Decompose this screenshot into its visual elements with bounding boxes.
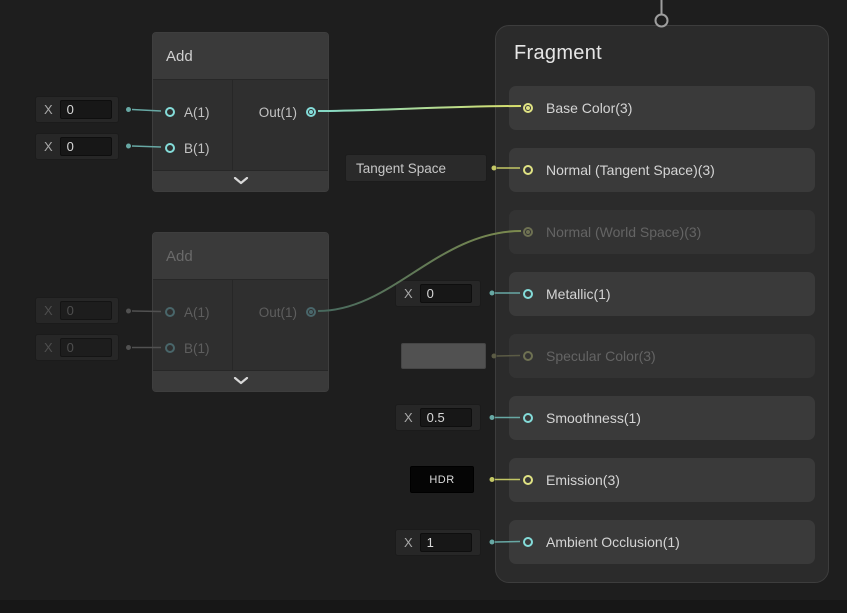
port-normal-world[interactable] [523, 227, 533, 237]
value-input[interactable]: 0.5 [419, 408, 472, 427]
edge-add1-out-to-base-color[interactable] [317, 105, 522, 112]
specular-color-swatch[interactable] [401, 343, 486, 369]
block-smoothness[interactable]: Smoothness(1) [509, 396, 815, 440]
value-input[interactable]: 0 [59, 100, 112, 119]
block-ambient-occlusion[interactable]: Ambient Occlusion(1) [509, 520, 815, 564]
block-label: Ambient Occlusion(1) [546, 534, 680, 550]
port-ambient-occlusion[interactable] [523, 537, 533, 547]
axis-label: X [404, 410, 413, 425]
axis-label: X [44, 340, 53, 355]
port-label-b: B(1) [184, 340, 210, 356]
block-base-color[interactable]: Base Color(3) [509, 86, 815, 130]
connector-dot [489, 539, 495, 545]
port-specular-color[interactable] [523, 351, 533, 361]
axis-label: X [44, 102, 53, 117]
node-divider [232, 280, 233, 370]
port-base-color[interactable] [523, 103, 533, 113]
value-input[interactable]: 1 [419, 533, 472, 552]
port-smoothness[interactable] [523, 413, 533, 423]
float-field-add2-b[interactable]: X 0 [35, 334, 119, 361]
axis-label: X [404, 286, 413, 301]
port-add1-out[interactable] [306, 107, 316, 117]
port-add2-a[interactable] [165, 307, 175, 317]
block-label: Emission(3) [546, 472, 620, 488]
port-add1-b[interactable] [165, 143, 175, 153]
axis-label: X [44, 139, 53, 154]
value-input[interactable]: 0 [419, 284, 472, 303]
block-label: Metallic(1) [546, 286, 611, 302]
node-add-1[interactable]: Add A(1) B(1) Out(1) [152, 32, 329, 192]
float-field-metallic[interactable]: X 0 [395, 280, 481, 307]
value-input[interactable]: 0 [59, 137, 112, 156]
port-normal-tangent[interactable] [523, 165, 533, 175]
block-label: Normal (Tangent Space)(3) [546, 162, 715, 178]
node-fragment-stack[interactable]: Fragment Base Color(3) Normal (Tangent S… [495, 25, 829, 583]
float-field-add1-b[interactable]: X 0 [35, 133, 119, 160]
chevron-down-icon [233, 177, 248, 185]
block-metallic[interactable]: Metallic(1) [509, 272, 815, 316]
axis-label: X [404, 535, 413, 550]
connector-dot [126, 143, 131, 149]
port-label-out: Out(1) [258, 304, 297, 320]
node-title: Add [166, 247, 193, 265]
float-field-add1-a[interactable]: X 0 [35, 96, 119, 123]
emission-hdr-color-field[interactable]: HDR [410, 466, 474, 493]
float-field-ambient-occlusion[interactable]: X 1 [395, 529, 481, 556]
value-input[interactable]: 0 [59, 301, 112, 320]
node-chevron-button[interactable] [153, 370, 328, 391]
block-label: Specular Color(3) [546, 348, 656, 364]
block-label: Smoothness(1) [546, 410, 641, 426]
port-add2-out[interactable] [306, 307, 316, 317]
node-divider [232, 80, 233, 170]
value-input[interactable]: 0 [59, 338, 112, 357]
port-emission[interactable] [523, 475, 533, 485]
block-normal-tangent-space[interactable]: Normal (Tangent Space)(3) [509, 148, 815, 192]
block-label: Normal (World Space)(3) [546, 224, 702, 240]
dropdown-value: Tangent Space [356, 160, 447, 176]
stack-title: Fragment [514, 42, 602, 64]
node-add-1-header[interactable]: Add [153, 33, 328, 80]
block-normal-world-space[interactable]: Normal (World Space)(3) [509, 210, 815, 254]
node-add-2-body: A(1) B(1) Out(1) [153, 280, 328, 370]
port-label-b: B(1) [184, 140, 210, 156]
port-add1-a[interactable] [165, 107, 175, 117]
hdr-label: HDR [429, 473, 455, 486]
block-emission[interactable]: Emission(3) [509, 458, 815, 502]
node-add-2-header[interactable]: Add [153, 233, 328, 280]
axis-label: X [44, 303, 53, 318]
connector-dot [126, 345, 131, 350]
port-label-a: A(1) [184, 104, 210, 120]
node-add-2[interactable]: Add A(1) B(1) Out(1) [152, 232, 329, 392]
connector-dot [126, 107, 131, 112]
port-label-a: A(1) [184, 304, 210, 320]
port-metallic[interactable] [523, 289, 533, 299]
float-field-add2-a[interactable]: X 0 [35, 297, 119, 324]
port-add2-b[interactable] [165, 343, 175, 353]
connector-dot [489, 477, 495, 482]
block-label: Base Color(3) [546, 100, 633, 116]
node-title: Add [166, 47, 193, 65]
chevron-down-icon [233, 377, 248, 385]
connector-dot [489, 290, 495, 296]
port-label-out: Out(1) [258, 104, 297, 120]
float-field-smoothness[interactable]: X 0.5 [395, 404, 481, 431]
node-chevron-button[interactable] [153, 170, 328, 191]
normal-space-dropdown[interactable]: Tangent Space [345, 154, 487, 182]
connector-dot [126, 308, 131, 314]
canvas-bottom-edge [0, 600, 847, 613]
block-specular-color[interactable]: Specular Color(3) [509, 334, 815, 378]
node-add-1-body: A(1) B(1) Out(1) [153, 80, 328, 170]
connector-dot [489, 415, 495, 420]
